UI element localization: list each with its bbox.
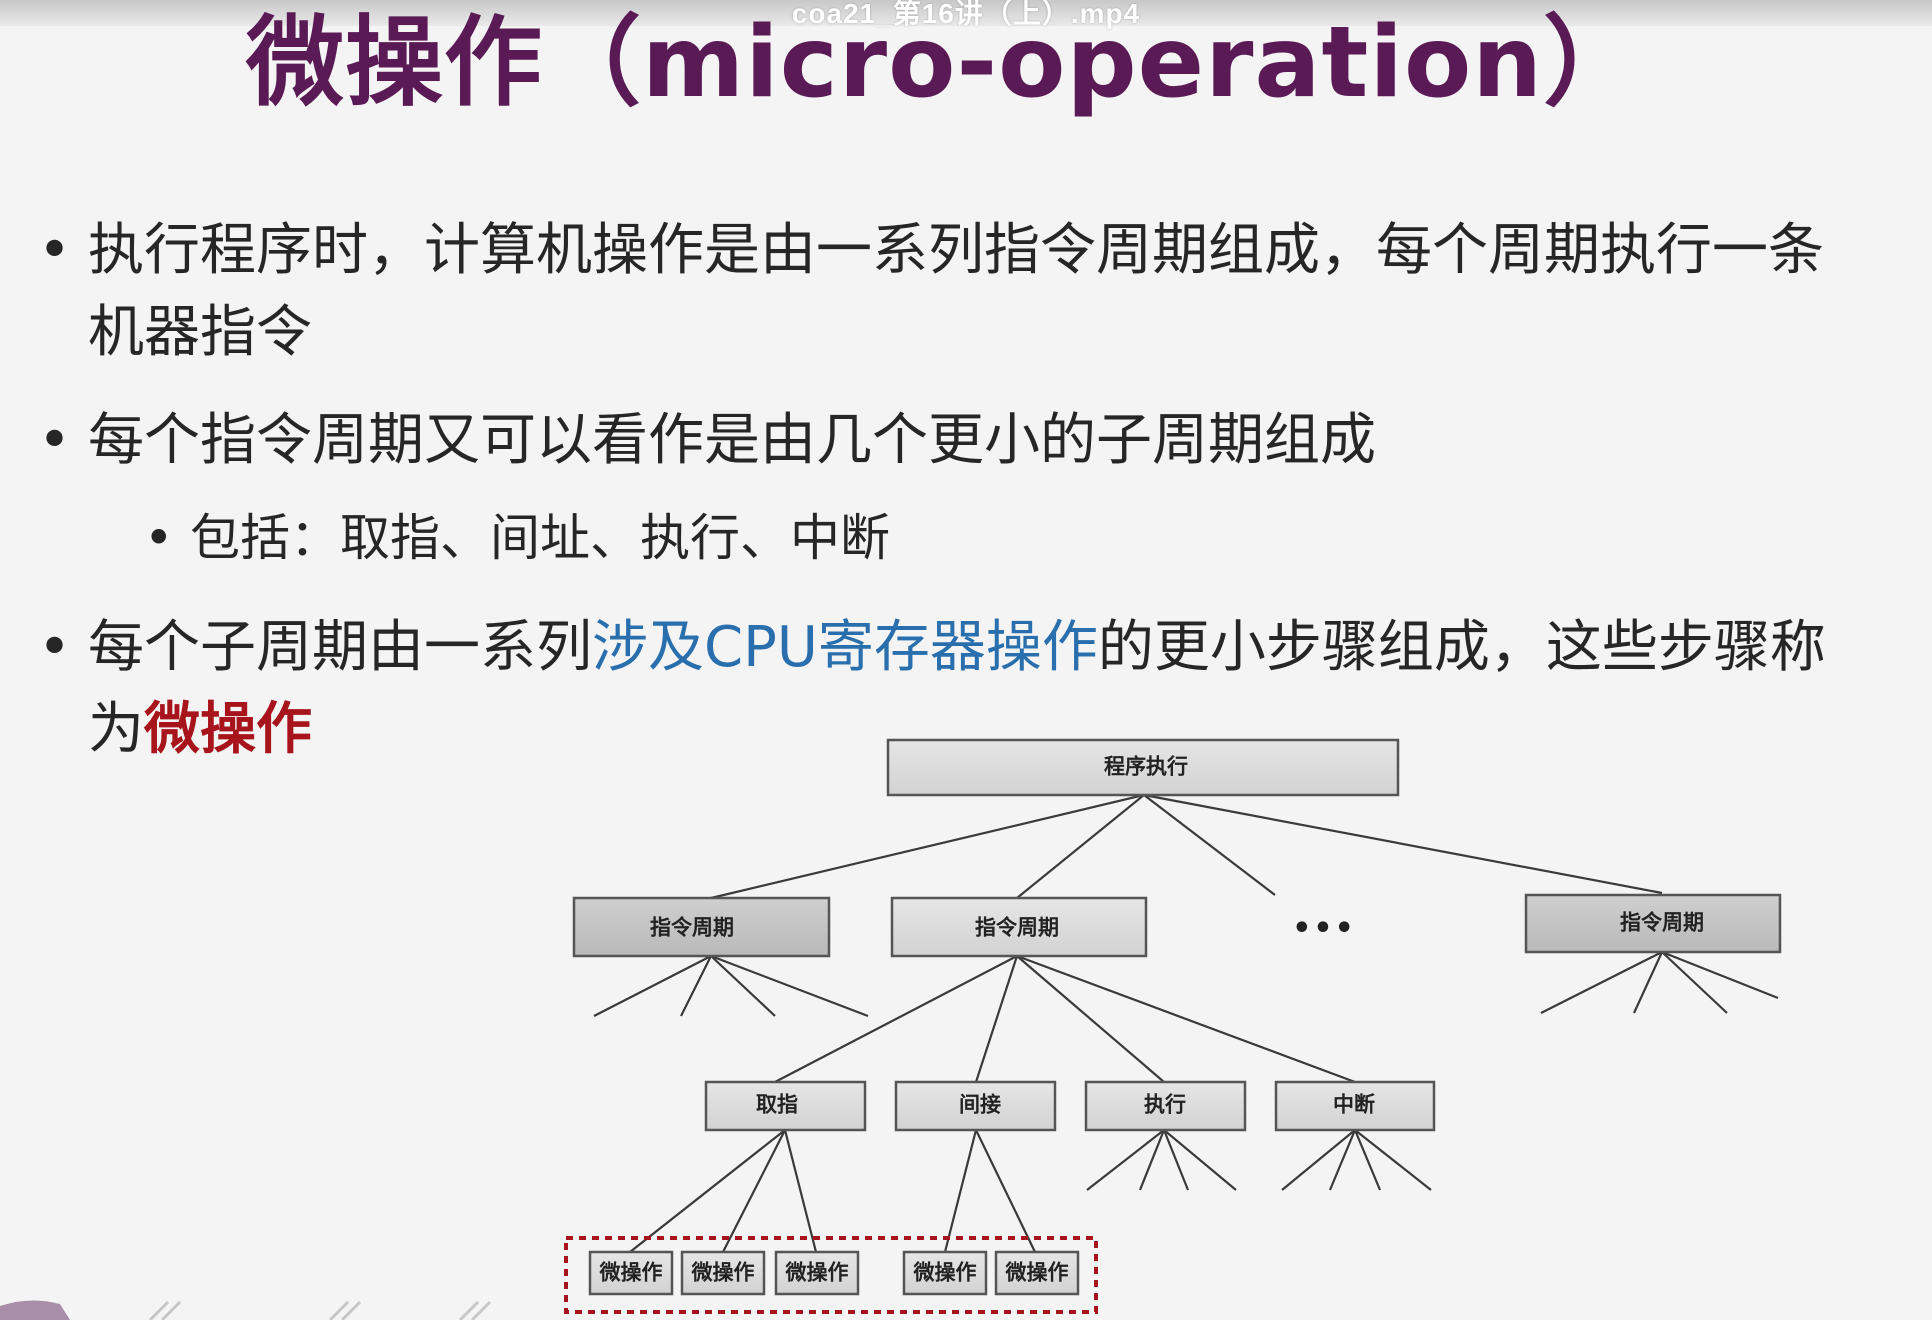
instruction-cycle-node: 指令周期 [572, 896, 831, 958]
edges-level-3 [629, 1129, 1432, 1253]
micro-op-label: 微操作 [599, 1260, 663, 1285]
bullet-1: • 执行程序时，计算机操作是由一系列指令周期组成，每个周期执行一条机器指令 [38, 210, 1848, 374]
instruction-cycle-label: 指令周期 [650, 915, 734, 940]
root-node: 程序执行 [886, 738, 1400, 797]
subcycle-node: 执行 [1084, 1080, 1247, 1132]
root-node-label: 程序执行 [1104, 754, 1188, 779]
bullet-2-text: 每个指令周期又可以看作是由几个更小的子周期组成 [88, 408, 1376, 473]
micro-op-node: 微操作 [774, 1250, 860, 1296]
micro-op-node: 微操作 [680, 1250, 766, 1296]
micro-op-label: 微操作 [785, 1260, 849, 1285]
bullet-dot: • [144, 509, 174, 567]
micro-op-label: 微操作 [1005, 1260, 1069, 1285]
bullet-1-text: 执行程序时，计算机操作是由一系列指令周期组成，每个周期执行一条机器指令 [88, 218, 1824, 365]
footer-decoration [0, 1300, 492, 1320]
subcycle-node: 取指 [704, 1080, 867, 1132]
subcycle-label: 间接 [959, 1092, 1001, 1117]
instruction-cycle-label: 指令周期 [1620, 910, 1704, 935]
subcycle-label: 执行 [1144, 1092, 1186, 1117]
ellipsis: ••• [1292, 911, 1356, 946]
bullet-2: • 每个指令周期又可以看作是由几个更小的子周期组成 [38, 400, 1848, 482]
micro-op-highlight-box [564, 1236, 1098, 1314]
slide-title: 微操作（micro-operation） [246, 6, 1643, 120]
bullet-dot: • [38, 218, 72, 283]
bullet-2-sub: • 包括：取指、间址、执行、中断 [144, 500, 890, 576]
bullet-3-text-b: 的更小步骤组成，这些步骤称为 [88, 615, 1826, 762]
bullet-3-highlight: 涉及CPU寄存器操作 [592, 615, 1098, 680]
subcycle-node: 间接 [894, 1080, 1057, 1132]
bullet-dot: • [38, 408, 72, 473]
edges-level-1 [710, 793, 1663, 900]
video-title-bar: coa21_第16讲（上）.mp4 [0, 0, 1932, 29]
bullet-dot: • [38, 615, 72, 680]
bullet-2-sub-text: 包括：取指、间址、执行、中断 [190, 509, 890, 567]
micro-op-node: 微操作 [588, 1250, 674, 1296]
bullet-3-text-a: 每个子周期由一系列 [88, 615, 592, 680]
subcycle-label: 中断 [1333, 1092, 1375, 1117]
micro-op-label: 微操作 [691, 1260, 755, 1285]
edges-instruction-fans [593, 950, 1779, 1018]
instruction-cycle-node: 指令周期 [1524, 893, 1782, 954]
bullet-3-emphasis: 微操作 [144, 697, 312, 762]
instruction-cycle-label: 指令周期 [975, 915, 1059, 940]
video-filename: coa21_第16讲（上）.mp4 [791, 0, 1141, 29]
instruction-cycle-node: 指令周期 [890, 896, 1148, 958]
edges-level-2 [774, 954, 1356, 1084]
subcycle-label: 取指 [756, 1092, 798, 1117]
subcycle-node: 中断 [1274, 1080, 1436, 1132]
bullet-3: • 每个子周期由一系列涉及CPU寄存器操作的更小步骤组成，这些步骤称为微操作 [38, 607, 1878, 771]
micro-op-node: 微操作 [994, 1250, 1080, 1296]
micro-op-label: 微操作 [913, 1260, 977, 1285]
micro-op-node: 微操作 [902, 1250, 988, 1296]
